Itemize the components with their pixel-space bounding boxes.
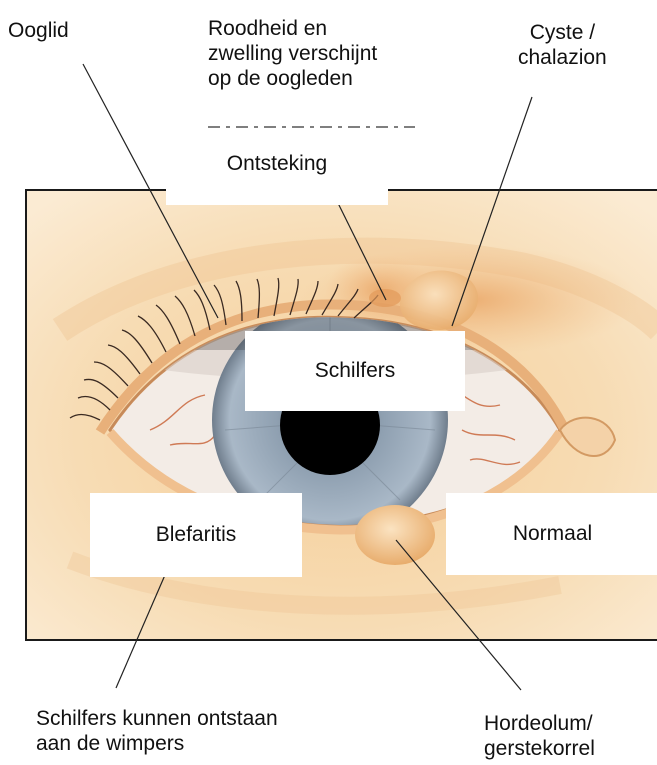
label-roodheid-line1: Roodheid en [208,16,377,41]
label-roodheid-line3: op de oogleden [208,66,377,91]
label-roodheid: Roodheid en zwelling verschijnt op de oo… [208,16,377,91]
label-ontsteking: Ontsteking [227,152,327,176]
label-roodheid-line2: zwelling verschijnt [208,41,377,66]
label-cyste: Cyste / chalazion [518,20,607,70]
label-schilfers-wimpers-line1: Schilfers kunnen ontstaan [36,706,278,731]
label-schilfers-wimpers-line2: aan de wimpers [36,731,278,756]
label-box-ontsteking: Ontsteking [166,145,388,205]
label-normaal: Normaal [513,522,592,546]
label-box-blefaritis: Blefaritis [90,493,302,577]
label-cyste-line2: chalazion [518,45,607,70]
label-schilfers-wimpers: Schilfers kunnen ontstaan aan de wimpers [36,706,278,756]
label-blefaritis: Blefaritis [156,523,237,547]
label-box-normaal: Normaal [446,493,657,575]
hordeolum-lump [355,505,435,565]
label-hordeolum-line2: gerstekorrel [484,736,595,761]
label-box-schilfers: Schilfers [245,331,465,411]
label-cyste-line1: Cyste / [518,20,607,45]
label-hordeolum-line1: Hordeolum/ [484,711,595,736]
label-ooglid: Ooglid [8,18,69,43]
label-hordeolum: Hordeolum/ gerstekorrel [484,711,595,761]
label-schilfers: Schilfers [315,359,396,383]
